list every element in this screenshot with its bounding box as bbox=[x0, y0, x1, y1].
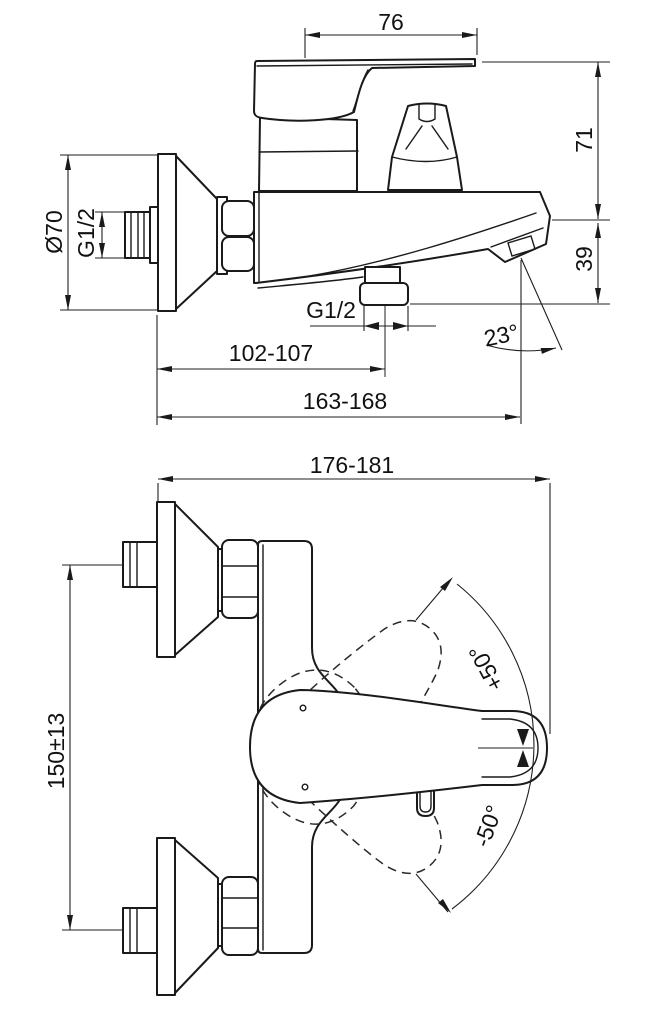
dim-total-depth: 176-181 bbox=[157, 452, 551, 734]
lever-handle-plan bbox=[249, 689, 548, 804]
dim-flange-diameter: Ø70 bbox=[41, 154, 158, 311]
union-nuts-side bbox=[216, 196, 255, 275]
faucet-body-spout bbox=[253, 191, 551, 289]
shower-outlet bbox=[359, 266, 409, 306]
dim-wall-spout-label: 163-168 bbox=[303, 388, 387, 414]
wall-connection-upper bbox=[122, 501, 259, 658]
diverter-knob bbox=[387, 102, 463, 191]
inlet-pipe-side bbox=[124, 206, 159, 264]
dim-depths: 102-107 163-168 bbox=[156, 260, 522, 425]
plan-view: +50° -50° 176-181 150±13 bbox=[43, 452, 551, 996]
dim-swing-up-label: +50° bbox=[463, 641, 509, 696]
wall-connection-lower bbox=[122, 837, 259, 996]
dim-inlet-spacing-label: 150±13 bbox=[43, 713, 69, 790]
dim-handle-length-label: 76 bbox=[378, 9, 404, 35]
diverter-tab-inner bbox=[419, 784, 432, 813]
lever-handle-side bbox=[253, 58, 476, 122]
dim-shower-thread: G1/2 bbox=[306, 297, 436, 331]
dim-inlet-thread-label: G1/2 bbox=[73, 208, 99, 258]
dim-total-depth-label: 176-181 bbox=[310, 452, 394, 478]
side-view: 76 71 39 Ø70 G1/2 bbox=[41, 9, 610, 425]
dim-inlet-thread: G1/2 bbox=[73, 208, 127, 259]
dim-spout-angle-label: 23° bbox=[482, 319, 521, 352]
dim-wall-shower-label: 102-107 bbox=[229, 340, 313, 366]
dim-shower-thread-label: G1/2 bbox=[306, 297, 356, 323]
cartridge-neck bbox=[258, 116, 359, 192]
dim-flange-diameter-label: Ø70 bbox=[41, 210, 67, 253]
dim-inlet-spacing: 150±13 bbox=[43, 564, 123, 931]
wall-escutcheon-side bbox=[157, 153, 218, 312]
dim-height-upper-label: 71 bbox=[571, 127, 597, 153]
dim-swing-down-label: -50° bbox=[469, 802, 508, 851]
dim-height-lower-label: 39 bbox=[571, 246, 597, 272]
dim-handle-length: 76 bbox=[304, 9, 478, 58]
dim-spout-angle: 23° bbox=[482, 257, 563, 354]
dim-heights: 71 39 bbox=[410, 61, 610, 305]
